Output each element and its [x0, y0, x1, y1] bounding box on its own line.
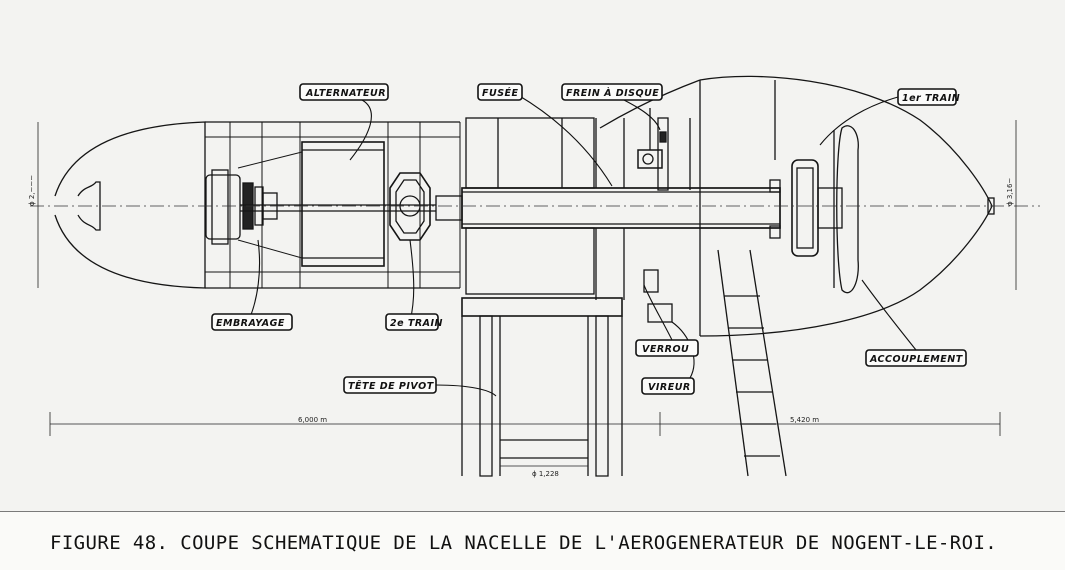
label-accouplement: ACCOUPLEMENT — [869, 354, 964, 365]
exciter — [205, 174, 241, 240]
lock-device — [643, 269, 659, 293]
label-train1: 1er TRAIN — [902, 93, 960, 104]
callout-alternateur: ALTERNATEUR — [299, 83, 389, 101]
paper — [0, 0, 1065, 512]
fairing-slope — [599, 79, 701, 129]
pivot-diameter: ϕ 1,228 — [532, 470, 559, 478]
label-verrou: VERROU — [642, 344, 689, 355]
right-diameter: ϕ 3,16~ — [1006, 178, 1014, 206]
nacelle-structure — [54, 75, 995, 477]
callout-frein: FREIN À DISQUE — [561, 83, 663, 101]
callout-vireur: VIREUR — [641, 377, 695, 395]
caption-strip — [0, 512, 1065, 570]
first-train — [769, 159, 843, 257]
callout-embrayage: EMBRAYAGE — [211, 313, 293, 331]
main-shaft — [435, 187, 781, 229]
label-frein: FREIN À DISQUE — [566, 88, 659, 99]
label-fusee: FUSÉE — [482, 87, 519, 99]
dimension-lines — [37, 120, 1017, 467]
label-alternateur: ALTERNATEUR — [305, 88, 386, 99]
rear-vent — [77, 181, 101, 231]
callout-train1: 1er TRAIN — [897, 88, 960, 106]
pivot-tower — [461, 297, 623, 477]
left-diameter: ϕ 2,~~~ — [28, 175, 36, 206]
right-length: 5,420 m — [790, 416, 819, 424]
turning-gear — [647, 303, 673, 323]
frame-upper — [465, 117, 595, 189]
callouts: ALTERNATEUR FUSÉE FREIN À DISQUE 1er TRA… — [211, 83, 967, 395]
label-tete-pivot: TÊTE DE PIVOT — [348, 381, 435, 392]
callout-train2: 2e TRAIN — [385, 313, 443, 331]
callout-tete-pivot: TÊTE DE PIVOT — [343, 376, 437, 394]
disc-brake — [637, 108, 691, 191]
access-ladder — [717, 249, 787, 477]
coupling — [836, 125, 859, 294]
callout-verrou: VERROU — [635, 339, 699, 357]
label-vireur: VIREUR — [648, 382, 691, 393]
alternator-body — [301, 141, 385, 267]
label-train2: 2e TRAIN — [390, 318, 443, 329]
figure-caption: FIGURE 48. COUPE SCHEMATIQUE DE LA NACEL… — [50, 532, 998, 554]
left-length: 6,000 m — [298, 416, 327, 424]
label-embrayage: EMBRAYAGE — [216, 318, 285, 329]
callout-accouplement: ACCOUPLEMENT — [865, 349, 967, 367]
callout-fusee: FUSÉE — [477, 83, 523, 101]
